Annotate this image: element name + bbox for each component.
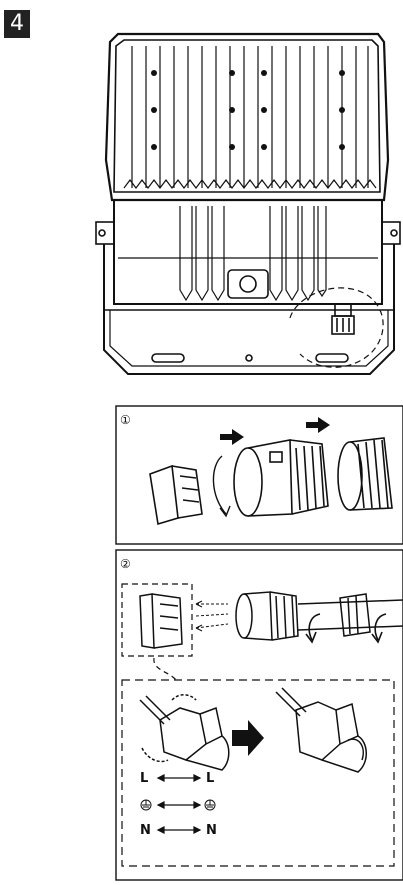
wire-l-left-label: L: [140, 771, 148, 786]
wiring-legend: L L ⏚ ⏚ N: [140, 771, 217, 838]
panel-1-marker: ①: [120, 413, 131, 427]
double-arrow-icon: [156, 774, 202, 782]
connector-disassembly-icon: [149, 437, 393, 526]
step-number-badge: 4: [4, 10, 30, 38]
direction-arrow-icon: [232, 720, 264, 756]
direction-arrow-icon: [220, 429, 244, 445]
ground-symbol-icon: [140, 799, 152, 811]
direction-arrow-icon: [306, 417, 330, 433]
wire-l-right-label: L: [206, 771, 214, 786]
connector-wiring-icon: [121, 583, 403, 657]
double-arrow-icon: [156, 801, 202, 809]
terminal-closed-icon: [275, 687, 367, 773]
panel-2-marker: ②: [120, 557, 131, 571]
ground-symbol-icon: [204, 799, 216, 811]
floodlight-fixture-icon: [95, 32, 401, 375]
panel-2-connector-wiring: ②: [115, 549, 403, 881]
wire-n-left-label: N: [140, 823, 151, 838]
terminal-open-icon: [139, 694, 230, 771]
double-arrow-icon: [156, 826, 202, 834]
wire-n-right-label: N: [206, 823, 217, 838]
panel-1-connector-disassembly: ①: [115, 405, 403, 545]
